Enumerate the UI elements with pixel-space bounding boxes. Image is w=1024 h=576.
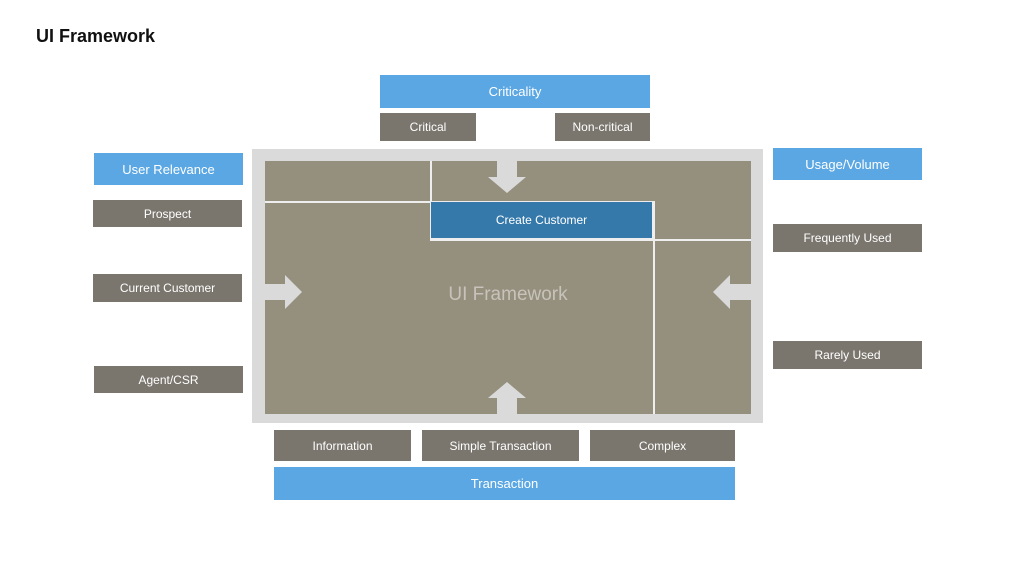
- transaction-information: Information: [274, 430, 411, 461]
- transaction-simple: Simple Transaction: [422, 430, 579, 461]
- framework-center-label: UI Framework: [448, 284, 568, 305]
- criticality-non-critical: Non-critical: [555, 113, 650, 141]
- usage-volume-frequently-used: Frequently Used: [773, 224, 922, 252]
- grid-line-vertical-right: [653, 201, 655, 414]
- page-title: UI Framework: [36, 26, 156, 46]
- grid-line-horizontal-right: [430, 239, 751, 241]
- usage-volume-header: Usage/Volume: [773, 148, 922, 180]
- user-relevance-header: User Relevance: [94, 153, 243, 185]
- user-relevance-prospect: Prospect: [93, 200, 242, 227]
- user-relevance-current-customer: Current Customer: [93, 274, 242, 302]
- grid-line-vertical-left: [430, 161, 432, 240]
- transaction-complex: Complex: [590, 430, 735, 461]
- user-relevance-agent-csr: Agent/CSR: [94, 366, 243, 393]
- usage-volume-rarely-used: Rarely Used: [773, 341, 922, 369]
- transaction-header: Transaction: [274, 467, 735, 500]
- criticality-header: Criticality: [380, 75, 650, 108]
- criticality-critical: Critical: [380, 113, 476, 141]
- create-customer-box: Create Customer: [430, 201, 653, 239]
